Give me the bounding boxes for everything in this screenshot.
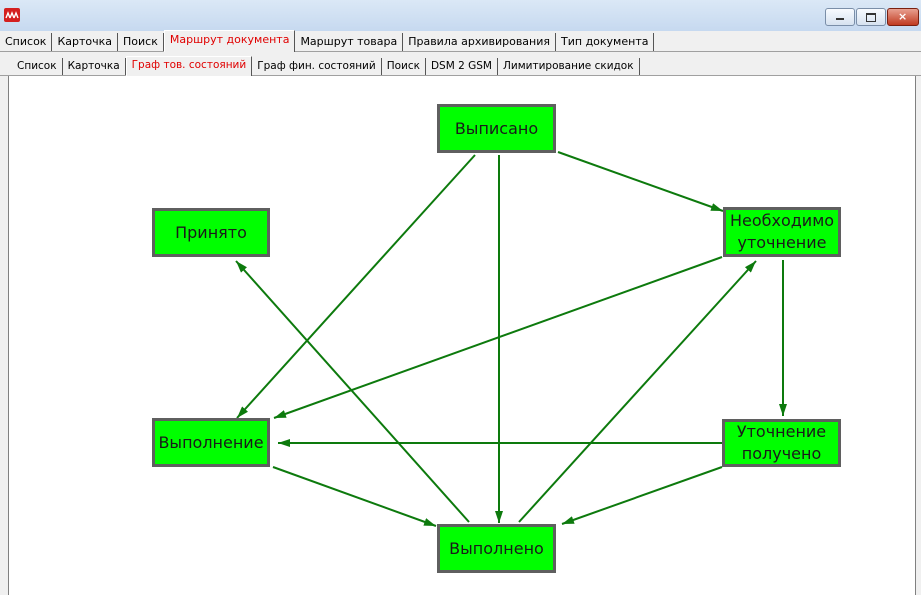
subtab-card[interactable]: Карточка — [63, 58, 126, 75]
title-bar: × — [0, 0, 921, 31]
tab-document-type[interactable]: Тип документа — [556, 33, 655, 51]
subtab-search[interactable]: Поиск — [382, 58, 426, 75]
subtab-fin-state-graph[interactable]: Граф фин. состояний — [252, 58, 382, 75]
tab-search[interactable]: Поиск — [118, 33, 164, 51]
tab-archiving-rules[interactable]: Правила архивирования — [403, 33, 557, 51]
edge-utochnenie-to-vypolneno — [561, 466, 723, 525]
edge-vypolnenie-to-vypolneno — [272, 466, 437, 527]
edge-vypisano-to-vypolnenie — [236, 154, 476, 419]
minimize-icon — [836, 18, 844, 20]
edge-neobhodimo-to-vypolnenie — [273, 256, 723, 419]
state-node-neobhodimo[interactable]: Необходимо уточнение — [723, 207, 841, 257]
maximize-icon — [866, 13, 876, 22]
subtab-list[interactable]: Список — [12, 58, 63, 75]
close-button[interactable]: × — [887, 8, 919, 26]
state-graph-edges — [235, 151, 787, 527]
tab-card[interactable]: Карточка — [52, 33, 119, 51]
minimize-button[interactable] — [825, 8, 855, 26]
edge-vypolneno-to-neobhodimo — [518, 260, 757, 523]
edge-vypolneno-to-prinyato — [235, 260, 470, 523]
state-node-vypolneno[interactable]: Выполнено — [437, 524, 556, 573]
maximize-button[interactable] — [856, 8, 886, 26]
tab-document-route[interactable]: Маршрут документа — [163, 30, 296, 52]
state-node-utochnenie[interactable]: Уточнение получено — [722, 419, 841, 467]
tab-goods-route[interactable]: Маршрут товара — [295, 33, 404, 51]
app-logo-icon — [4, 8, 20, 22]
edge-vypisano-to-neobhodimo — [557, 151, 724, 212]
tab-list[interactable]: Список — [0, 33, 53, 51]
state-node-vypolnenie[interactable]: Выполнение — [152, 418, 270, 467]
close-icon: × — [898, 10, 908, 23]
state-node-prinyato[interactable]: Принято — [152, 208, 270, 257]
subtab-dsm-2-gsm[interactable]: DSM 2 GSM — [426, 58, 498, 75]
main-tab-bar: Список Карточка Поиск Маршрут документа … — [0, 30, 921, 52]
subtab-discount-limiting[interactable]: Лимитирование скидок — [498, 58, 640, 75]
sub-tab-bar: Список Карточка Граф тов. состояний Граф… — [0, 56, 921, 76]
subtab-goods-state-graph[interactable]: Граф тов. состояний — [125, 56, 253, 76]
state-node-vypisano[interactable]: Выписано — [437, 104, 556, 153]
